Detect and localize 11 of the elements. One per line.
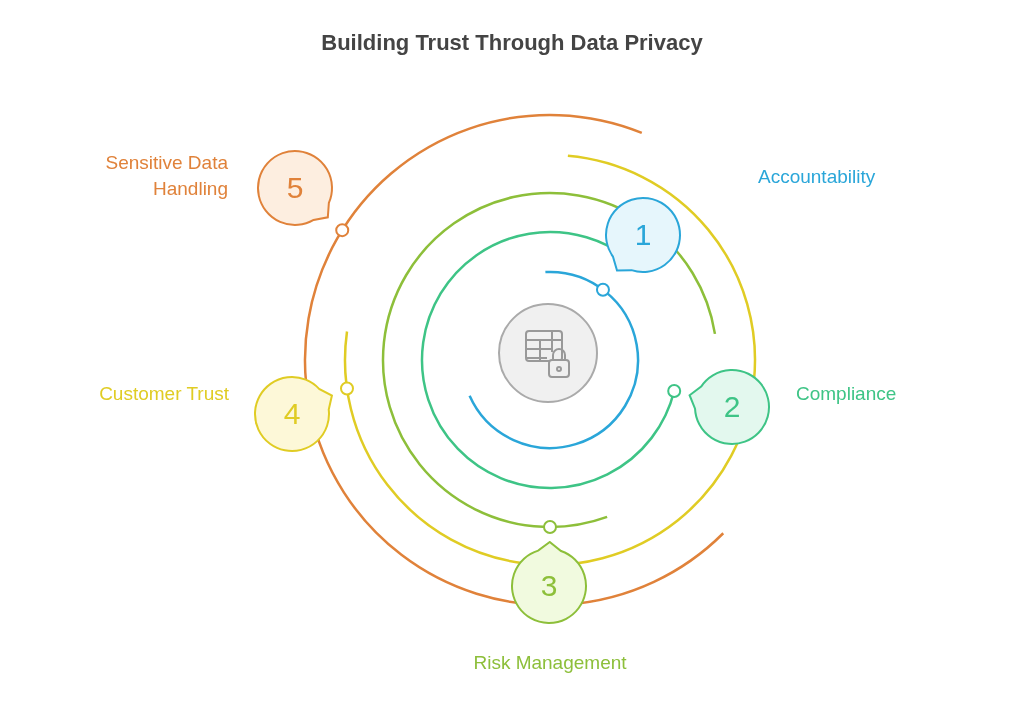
diagram-title: Building Trust Through Data Privacy: [320, 30, 704, 56]
step-number: 4: [282, 396, 302, 432]
step-label: Customer Trust: [98, 382, 229, 406]
step-number: 2: [722, 389, 742, 425]
step-label: Sensitive Data Handling: [104, 151, 228, 201]
step-number: 5: [285, 170, 305, 206]
step-label: Risk Management: [472, 651, 628, 675]
step-number: 3: [539, 568, 559, 604]
step-label: Compliance: [796, 382, 898, 406]
step-number: 1: [633, 217, 653, 253]
step-label: Accountability: [758, 165, 876, 189]
